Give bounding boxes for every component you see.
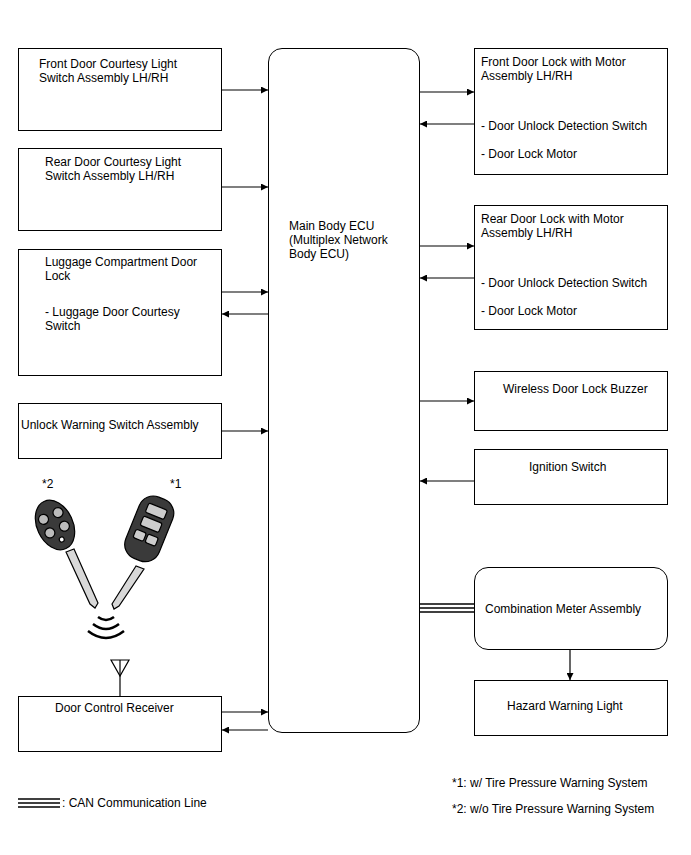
switch-box: Ignition Switch (474, 449, 668, 505)
key-w-o-tpws (28, 494, 98, 608)
signal-arrow (222, 90, 268, 91)
node-title: Hazard Warning Light (507, 699, 661, 713)
footnote: *2: w/o Tire Pressure Warning System (452, 802, 654, 816)
node-title: Rear Door Lock with Motor Assembly LH/RH (481, 212, 661, 240)
signal-arrow (420, 401, 474, 402)
node-title: Front Door Courtesy Light Switch Assembl… (39, 57, 215, 85)
signal-arrow (420, 481, 474, 482)
node-title: Luggage Compartment Door Lock (45, 255, 215, 283)
switch-box: Rear Door Courtesy Light Switch Assembly… (18, 148, 222, 231)
lock-box: Front Door Lock with Motor Assembly LH/R… (474, 48, 668, 175)
signal-arrow (570, 650, 571, 680)
node-title: Door Control Receiver (55, 701, 215, 715)
signal-arrow (222, 730, 268, 731)
lock-box: Luggage Compartment Door Lock - Luggage D… (18, 249, 222, 376)
signal-arrow (222, 187, 268, 188)
footnote: *1: w/ Tire Pressure Warning System (452, 776, 648, 790)
antenna-symbol (111, 660, 129, 696)
lock-box: Rear Door Lock with Motor Assembly LH/RH… (474, 205, 668, 330)
callout-number: *2 (42, 477, 53, 491)
receiver-box: Door Control Receiver (18, 696, 222, 752)
node-title: Main Body ECU (Multiplex Network Body EC… (289, 219, 413, 261)
signal-arrow (222, 292, 268, 293)
signal-arrow (222, 431, 268, 432)
node-title: Ignition Switch (529, 460, 661, 474)
node-detail: - Door Unlock Detection Switch (481, 276, 661, 290)
node-detail: - Door Lock Motor (481, 304, 661, 318)
can-line (420, 604, 474, 612)
signal-arrow (222, 314, 268, 315)
signal-arrow (420, 92, 474, 93)
switch-box: Front Door Courtesy Light Switch Assembl… (18, 48, 222, 131)
ecu-box: Main Body ECU (Multiplex Network Body EC… (268, 48, 420, 733)
callout-number: *1 (170, 477, 181, 491)
legend-text: : CAN Communication Line (62, 796, 207, 810)
node-title: Combination Meter Assembly (485, 602, 661, 616)
node-detail: - Door Unlock Detection Switch (481, 119, 661, 133)
radio-waves (88, 617, 124, 638)
node-title: Wireless Door Lock Buzzer (503, 382, 661, 396)
meter-box: Combination Meter Assembly (474, 567, 668, 650)
signal-arrow (420, 278, 474, 279)
legend-can-line (18, 799, 60, 807)
buzzer-box: Wireless Door Lock Buzzer (474, 371, 668, 431)
node-detail: - Door Lock Motor (481, 147, 661, 161)
node-title: Rear Door Courtesy Light Switch Assembly… (45, 155, 215, 183)
node-detail: - Luggage Door Courtesy Switch (45, 305, 215, 333)
light-box: Hazard Warning Light (474, 680, 668, 736)
signal-arrow (222, 712, 268, 713)
key-w-tpws (112, 492, 178, 609)
switch-box: Unlock Warning Switch Assembly (18, 403, 222, 459)
signal-arrow (420, 124, 474, 125)
node-title: Front Door Lock with Motor Assembly LH/R… (481, 55, 661, 83)
node-title: Unlock Warning Switch Assembly (21, 418, 215, 432)
signal-arrow (420, 246, 474, 247)
